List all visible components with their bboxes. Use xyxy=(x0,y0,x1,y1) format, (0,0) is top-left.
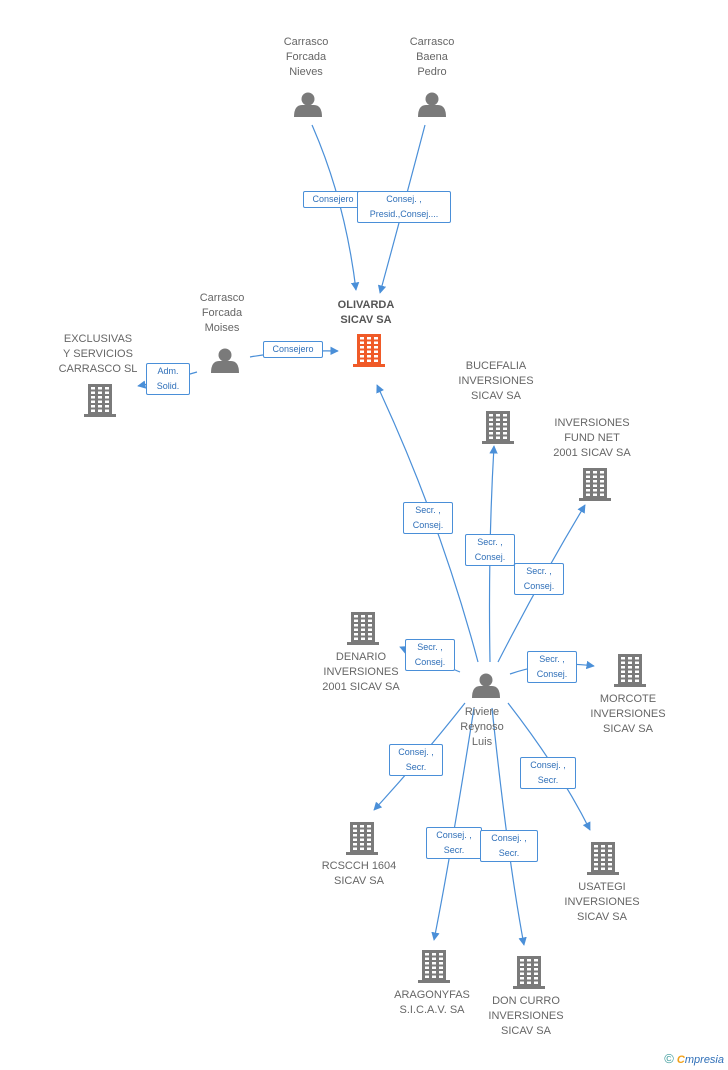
node-label-olivarda[interactable]: OLIVARDA SICAV SA xyxy=(337,299,395,326)
edge-label-moises-to-olivarda[interactable]: Consejero xyxy=(263,341,323,358)
person-icon[interactable] xyxy=(472,673,500,699)
edge-label-nieves-to-olivarda[interactable]: Consejero xyxy=(303,191,363,208)
company-building-icon[interactable] xyxy=(84,384,116,417)
main-company-building-icon[interactable] xyxy=(353,334,385,367)
node-label-doncurro[interactable]: DON CURRO INVERSIONES SICAV SA xyxy=(488,995,564,1037)
company-building-icon[interactable] xyxy=(347,612,379,645)
edge-label-riviere-to-doncurro[interactable]: Consej. , Secr. xyxy=(480,830,538,862)
node-label-morcote[interactable]: MORCOTE INVERSIONES SICAV SA xyxy=(590,693,666,735)
node-label-rcscch[interactable]: RCSCCH 1604 SICAV SA xyxy=(321,860,397,887)
edge-label-riviere-to-fundnet[interactable]: Secr. , Consej. xyxy=(514,563,564,595)
footer-brand: © Cmpresia xyxy=(664,1051,724,1066)
node-label-moises[interactable]: Carrasco Forcada Moises xyxy=(199,292,245,334)
copyright-icon: © xyxy=(664,1051,674,1066)
edge-label-riviere-to-morcote[interactable]: Secr. , Consej. xyxy=(527,651,577,683)
company-building-icon[interactable] xyxy=(513,956,545,989)
edge-label-pedro-to-olivarda[interactable]: Consej. , Presid.,Consej.... xyxy=(357,191,451,223)
edge-label-riviere-to-aragonyfas[interactable]: Consej. , Secr. xyxy=(426,827,482,859)
brand-logo: Cmpresia xyxy=(676,1054,724,1066)
person-icon[interactable] xyxy=(418,92,446,118)
edge-label-riviere-to-denario[interactable]: Secr. , Consej. xyxy=(405,639,455,671)
node-label-usategi[interactable]: USATEGI INVERSIONES SICAV SA xyxy=(564,881,640,923)
node-label-fundnet[interactable]: INVERSIONES FUND NET 2001 SICAV SA xyxy=(553,417,631,459)
person-icon[interactable] xyxy=(294,92,322,118)
node-label-aragonyfas[interactable]: ARAGONYFAS S.I.C.A.V. SA xyxy=(394,989,470,1016)
node-label-pedro[interactable]: Carrasco Baena Pedro xyxy=(409,36,455,78)
node-label-denario[interactable]: DENARIO INVERSIONES 2001 SICAV SA xyxy=(322,651,400,693)
edge-label-riviere-to-olivarda[interactable]: Secr. , Consej. xyxy=(403,502,453,534)
company-building-icon[interactable] xyxy=(579,468,611,501)
company-building-icon[interactable] xyxy=(482,411,514,444)
company-building-icon[interactable] xyxy=(346,822,378,855)
edge-label-moises-to-exclusivas[interactable]: Adm. Solid. xyxy=(146,363,190,395)
edge-label-riviere-to-usategi[interactable]: Consej. , Secr. xyxy=(520,757,576,789)
company-building-icon[interactable] xyxy=(418,950,450,983)
node-label-riviere[interactable]: Riviere Reynoso Luis xyxy=(460,706,504,748)
node-label-nieves[interactable]: Carrasco Forcada Nieves xyxy=(283,36,329,78)
node-label-exclusivas[interactable]: EXCLUSIVAS Y SERVICIOS CARRASCO SL xyxy=(58,333,138,375)
node-label-bucefalia[interactable]: BUCEFALIA INVERSIONES SICAV SA xyxy=(458,360,534,402)
edge-label-riviere-to-bucefalia[interactable]: Secr. , Consej. xyxy=(465,534,515,566)
person-icon[interactable] xyxy=(211,348,239,374)
company-building-icon[interactable] xyxy=(614,654,646,687)
company-building-icon[interactable] xyxy=(587,842,619,875)
edge-label-riviere-to-rcscch[interactable]: Consej. , Secr. xyxy=(389,744,443,776)
